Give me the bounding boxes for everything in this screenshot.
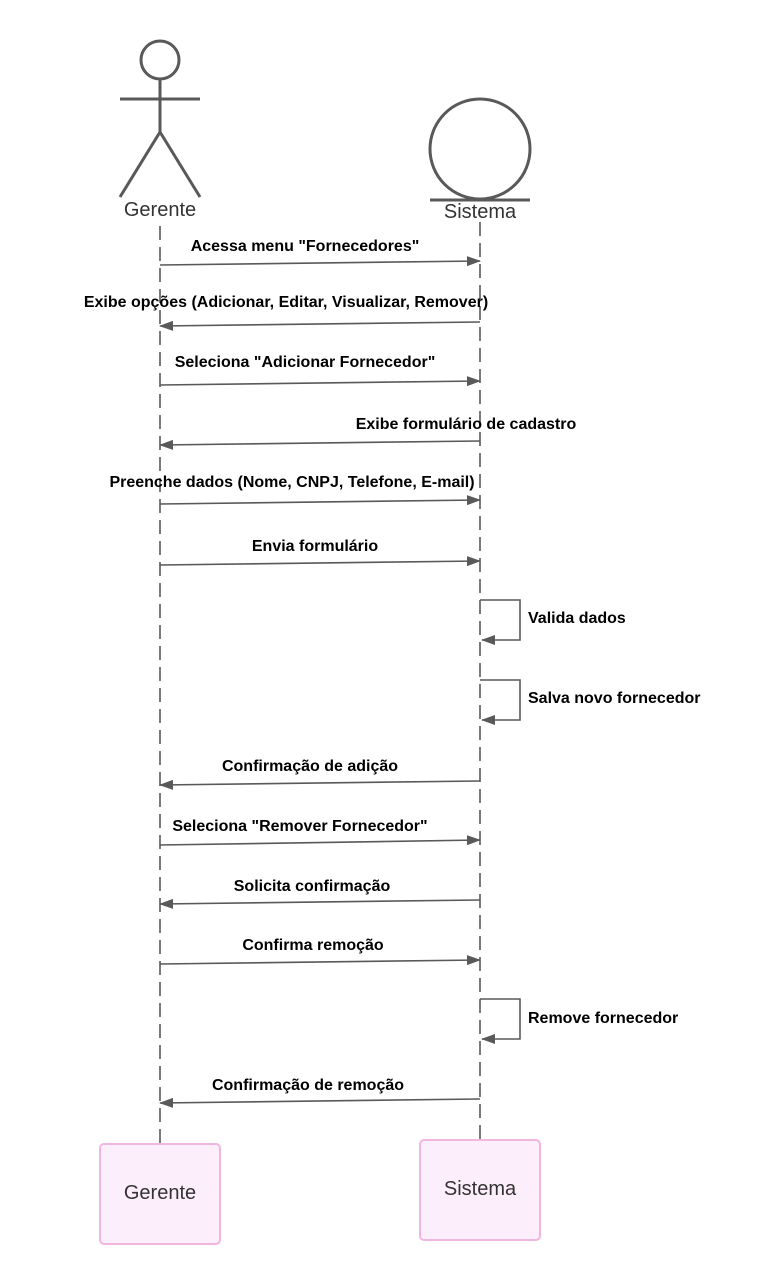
sistema-box-label: Sistema [444, 1178, 517, 1200]
message-label: Confirmação de adição [222, 758, 398, 775]
gerente-actor-icon [118, 39, 202, 198]
self-message-arrow [480, 679, 521, 725]
message-arrow [159, 779, 481, 790]
message-label: Confirmação de remoção [212, 1077, 404, 1094]
message-label: Exibe opções (Adicionar, Editar, Visuali… [84, 294, 488, 311]
message-arrow [159, 495, 481, 506]
sistema-entity-icon [428, 97, 532, 202]
gerente-participant-box: Gerente [99, 1143, 221, 1245]
message-label: Seleciona "Adicionar Fornecedor" [175, 354, 436, 371]
message-arrow [159, 376, 481, 387]
sistema-actor-label: Sistema [444, 201, 517, 223]
sistema-participant-box: Sistema [419, 1139, 541, 1241]
self-message-arrow [480, 998, 521, 1044]
message-label: Salva novo fornecedor [528, 690, 701, 707]
message-label: Solicita confirmação [234, 878, 391, 895]
message-arrow [159, 256, 481, 267]
message-arrow [159, 835, 481, 846]
gerente-actor-label: Gerente [124, 199, 196, 221]
message-label: Remove fornecedor [528, 1010, 678, 1027]
self-message-arrow [480, 599, 521, 645]
message-arrow [159, 320, 481, 331]
message-arrow [159, 439, 481, 450]
message-label: Preenche dados (Nome, CNPJ, Telefone, E-… [109, 474, 474, 491]
message-label: Valida dados [528, 610, 626, 627]
message-arrows [159, 256, 521, 1108]
message-arrow [159, 955, 481, 966]
message-label: Confirma remoção [242, 937, 384, 954]
message-label: Envia formulário [252, 538, 378, 555]
message-label: Exibe formulário de cadastro [356, 416, 577, 433]
message-arrow [159, 556, 481, 567]
message-label: Seleciona "Remover Fornecedor" [172, 818, 427, 835]
message-label: Acessa menu "Fornecedores" [191, 238, 420, 255]
message-arrow [159, 898, 481, 909]
gerente-box-label: Gerente [124, 1182, 196, 1204]
message-arrow [159, 1097, 481, 1108]
